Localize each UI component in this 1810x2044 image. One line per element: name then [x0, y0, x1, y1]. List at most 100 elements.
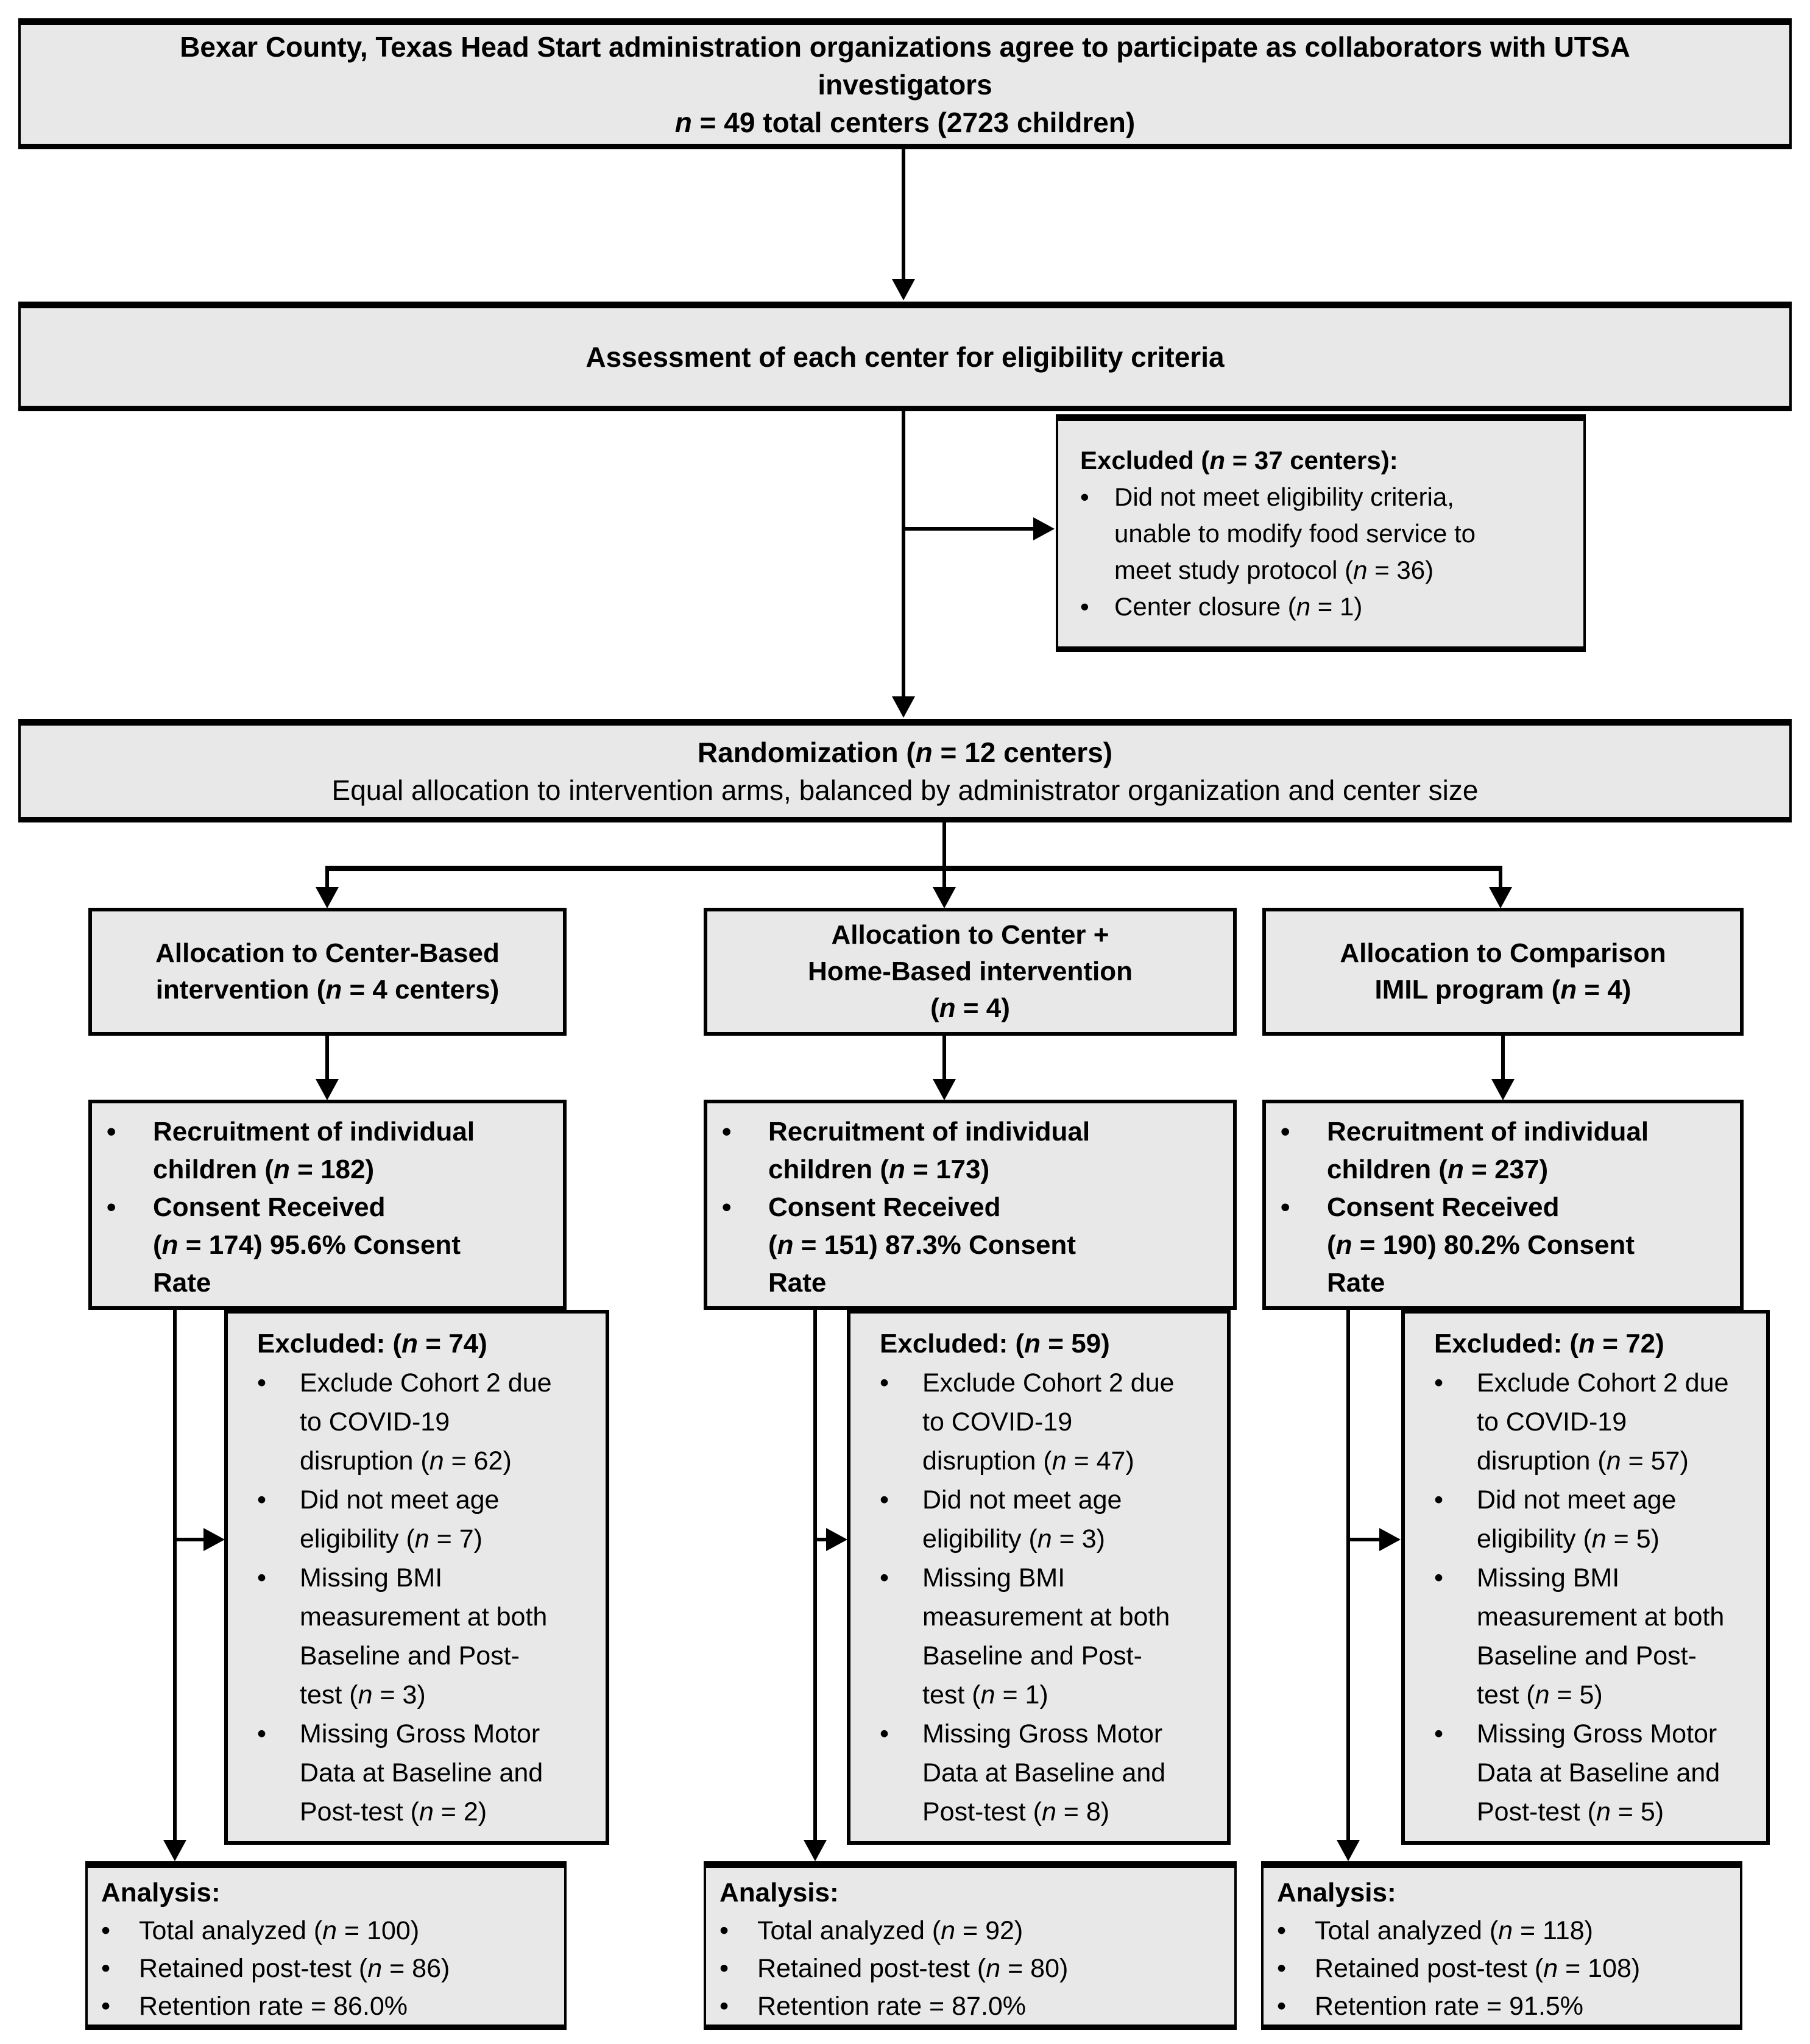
excluded-centers-list: • Did not meet eligibility criteria, unab…	[1080, 479, 1569, 625]
bullet-text: Missing Gross Motor Data at Baseline and…	[1477, 1719, 1720, 1827]
bullet-marker: •	[1434, 1368, 1444, 1398]
bullet-marker: •	[1281, 1192, 1290, 1222]
connector-top-to-assessment-line	[902, 149, 905, 280]
connector-drop-left-line	[325, 866, 329, 888]
recruitment-center-based-list: •Recruitment of individual children (n =…	[107, 1113, 552, 1302]
bullet-marker: •	[722, 1192, 732, 1222]
bullet-marker: •	[101, 1992, 111, 2021]
bullet-text: Total analyzed (n = 118)	[1315, 1916, 1593, 1945]
bullet-text: Recruitment of individual children (n = …	[768, 1117, 1091, 1184]
bullet-text: Did not meet eligibility criteria, unabl…	[1114, 483, 1476, 584]
bullet-item: • Center closure (n = 1)	[1080, 589, 1569, 625]
bullet-item: •Consent Received (n = 174) 95.6% Consen…	[107, 1189, 552, 1302]
bullet-marker: •	[880, 1368, 889, 1398]
allocation-center-home-based-text: Allocation to Center + Home-Based interv…	[808, 920, 1133, 1023]
allocation-comparison-imil-text: Allocation to Comparison IMIL program (n…	[1340, 938, 1666, 1005]
bullet-marker: •	[257, 1485, 267, 1515]
bullet-marker: •	[257, 1368, 267, 1398]
randomization-subtitle: Equal allocation to intervention arms, b…	[331, 774, 1479, 806]
bullet-item: • Exclude Cohort 2 due to COVID-19 disrup…	[1434, 1363, 1756, 1480]
connector-alloc-to-recruit-middle-arrowhead	[933, 1079, 956, 1100]
bullet-item: •Retention rate = 91.5%	[1277, 1987, 1730, 2025]
recruitment-comparison-imil-list: • Recruitment of individual children (n =…	[1281, 1113, 1729, 1302]
bullet-marker: •	[719, 1954, 729, 1983]
bullet-marker: •	[257, 1719, 267, 1749]
assessment-box: Assessment of each center for eligibilit…	[18, 302, 1792, 411]
bullet-item: •Missing BMI measurement at both Baselin…	[1434, 1558, 1756, 1714]
bullet-item: •Missing Gross Motor Data at Baseline an…	[257, 1714, 596, 1831]
connector-drop-right-arrowhead	[1489, 887, 1512, 908]
bullet-item: • Missing Gross Motor Data at Baseline an…	[880, 1714, 1217, 1831]
excluded-centers-box: Excluded (n = 37 centers): •Did not meet…	[1056, 414, 1586, 652]
allocation-box-center-based: Allocation to Center-Based intervention …	[88, 908, 567, 1036]
analysis-comparison-imil-list: •Total analyzed (n = 118)•Retained post-…	[1277, 1912, 1730, 2025]
connector-branch-excluded-centers-arrowhead	[1033, 517, 1055, 540]
bullet-text: Retained post-test (n = 108)	[1315, 1954, 1641, 1983]
connector-recruit-to-analysis-left-arrowhead	[163, 1840, 186, 1861]
excluded-box-comparison-imil: Excluded: (n = 72) •Exclude Cohort 2 due…	[1401, 1310, 1770, 1845]
bullet-item: • Retained post-test (n = 80)	[719, 1950, 1225, 1987]
connector-branch-excluded-left-line	[175, 1538, 205, 1541]
bullet-text: Consent Received (n = 190) 80.2% Consent…	[1327, 1192, 1635, 1298]
bullet-text: Retained post-test (n = 80)	[757, 1954, 1069, 1983]
analysis-center-home-based-list: • Total analyzed (n = 92) • Retained post-t…	[719, 1912, 1225, 2025]
bullet-marker: •	[1277, 1954, 1287, 1983]
analysis-box-center-home-based: Analysis: •Total analyzed (n = 92)•Retai…	[704, 1861, 1237, 2030]
excluded-center-home-based-title: Excluded: (n = 59)	[880, 1329, 1110, 1359]
bullet-marker: •	[1434, 1719, 1444, 1749]
connector-recruit-to-analysis-middle-arrowhead	[804, 1840, 827, 1861]
bullet-item: •Total analyzed (n = 118)	[1277, 1912, 1730, 1950]
excluded-box-center-based: Excluded: (n = 74) •Exclude Cohort 2 due…	[224, 1310, 609, 1845]
bullet-item: • Retained post-test (n = 108)	[1277, 1950, 1730, 1987]
bullet-text: Exclude Cohort 2 due to COVID-19 disrupt…	[300, 1368, 552, 1476]
bullet-text: Total analyzed (n = 92)	[757, 1916, 1023, 1945]
connector-branch-excluded-left-arrowhead	[203, 1528, 225, 1551]
bullet-text: Recruitment of individual children (n = …	[153, 1117, 475, 1184]
bullet-text: Did not meet age eligibility (n = 5)	[1477, 1485, 1677, 1554]
bullet-text: Exclude Cohort 2 due to COVID-19 disrupt…	[1477, 1368, 1729, 1476]
bullet-text: Retention rate = 87.0%	[757, 1992, 1027, 2021]
connector-branch-excluded-middle-line	[815, 1538, 829, 1541]
bullet-item: • Consent Received (n = 190) 80.2% Consen…	[1281, 1189, 1729, 1302]
connector-recruit-to-analysis-right-arrowhead	[1337, 1840, 1360, 1861]
bullet-item: •Retained post-test (n = 86)	[101, 1950, 554, 1987]
connector-recruit-to-analysis-right-line	[1346, 1310, 1350, 1841]
bullet-text: Center closure (n = 1)	[1114, 592, 1363, 621]
bullet-item: • Missing Gross Motor Data at Baseline an…	[1434, 1714, 1756, 1831]
bullet-marker: •	[257, 1563, 267, 1593]
bullet-marker: •	[880, 1563, 889, 1593]
bullet-item: •Recruitment of individual children (n =…	[1281, 1113, 1729, 1189]
bullet-marker: •	[880, 1719, 889, 1749]
bullet-item: • Missing BMI measurement at both Baselin…	[880, 1558, 1217, 1714]
connector-branch-excluded-centers-line	[903, 527, 1034, 531]
bullet-item: •Retention rate = 86.0%	[101, 1987, 554, 2025]
excluded-box-center-home-based: Excluded: (n = 59) •Exclude Cohort 2 due…	[847, 1310, 1231, 1845]
top-box: Bexar County, Texas Head Start administr…	[18, 18, 1792, 149]
bullet-item: • Did not meet age eligibility (n = 7)	[257, 1480, 596, 1558]
bullet-item: • Total analyzed (n = 92)	[719, 1912, 1225, 1950]
bullet-text: Recruitment of individual children (n = …	[1327, 1117, 1649, 1184]
bullet-text: Did not meet age eligibility (n = 3)	[922, 1485, 1122, 1554]
bullet-marker: •	[101, 1916, 111, 1945]
connector-randomization-stem	[942, 822, 946, 871]
bullet-marker: •	[880, 1485, 889, 1515]
bullet-item: •Retention rate = 87.0%	[719, 1987, 1225, 2025]
recruitment-center-home-based-list: • Recruitment of individual children (n =…	[722, 1113, 1222, 1302]
excluded-center-home-based-list: •Exclude Cohort 2 due to COVID-19 disrup…	[880, 1363, 1217, 1831]
bullet-marker: •	[719, 1916, 729, 1945]
allocation-box-center-home-based: Allocation to Center + Home-Based interv…	[704, 908, 1237, 1036]
bullet-text: Missing BMI measurement at both Baseline…	[922, 1563, 1170, 1710]
recruitment-box-center-based: •Recruitment of individual children (n =…	[88, 1100, 567, 1310]
connector-alloc-to-recruit-middle-line	[942, 1036, 946, 1080]
bullet-marker: •	[1277, 1992, 1287, 2021]
allocation-box-comparison-imil: Allocation to Comparison IMIL program (n…	[1262, 908, 1744, 1036]
analysis-box-center-based: Analysis: •Total analyzed (n = 100)•Reta…	[85, 1861, 567, 2030]
excluded-center-based-list: • Exclude Cohort 2 due to COVID-19 disrup…	[257, 1363, 596, 1831]
recruitment-box-center-home-based: • Recruitment of individual children (n =…	[704, 1100, 1237, 1310]
bullet-text: Missing Gross Motor Data at Baseline and…	[922, 1719, 1166, 1827]
connector-drop-middle-arrowhead	[933, 887, 956, 908]
bullet-text: Did not meet age eligibility (n = 7)	[300, 1485, 500, 1554]
bullet-marker: •	[1080, 592, 1089, 621]
connector-branch-excluded-middle-arrowhead	[826, 1528, 847, 1551]
bullet-item: •Total analyzed (n = 100)	[101, 1912, 554, 1950]
